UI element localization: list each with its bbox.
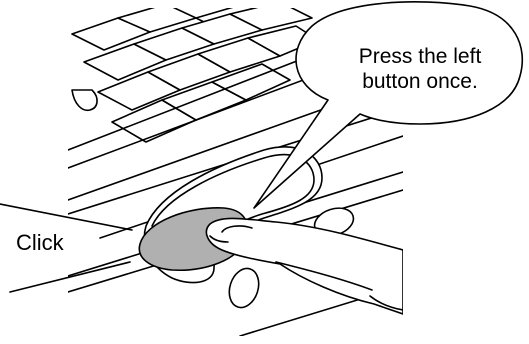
callout-text: Press the left button once. (328, 44, 512, 94)
click-label: Click (16, 230, 64, 256)
